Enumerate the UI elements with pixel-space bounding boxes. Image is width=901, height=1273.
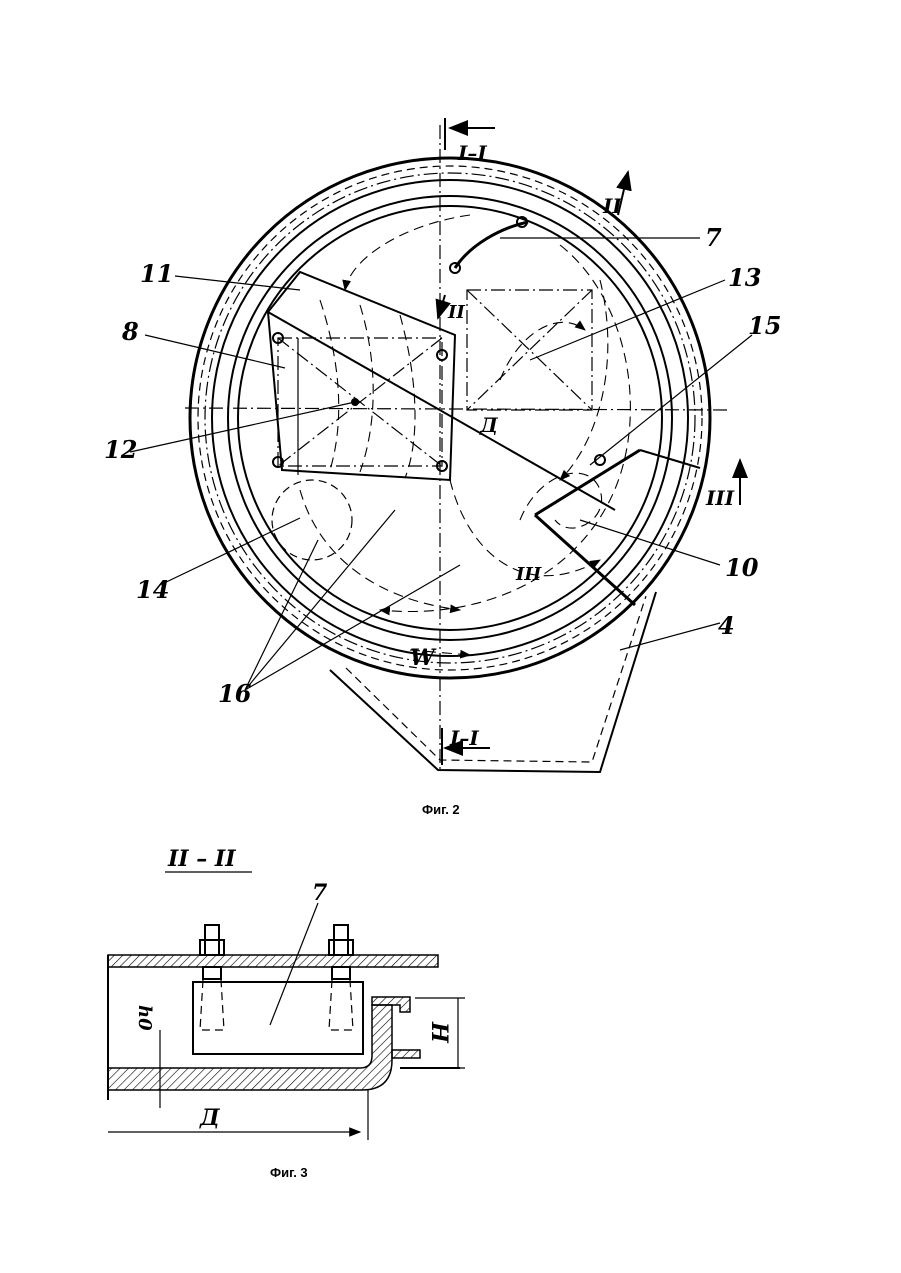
- outlet-square-flow: [500, 322, 585, 380]
- label-15: 15: [748, 311, 781, 340]
- leader-13: [530, 280, 725, 360]
- bolt-left: [200, 925, 224, 1030]
- dim-h0-label: h0: [134, 1005, 155, 1031]
- horizontal-centerline: [185, 408, 730, 410]
- section-ii-inner-label: II: [447, 302, 465, 323]
- casing-ring-dashed: [198, 166, 702, 670]
- cover-plate: [268, 272, 455, 480]
- leader-16-b: [245, 510, 395, 690]
- figure-2: I–I I–I II II III III 7 11 13 8 15 12 10…: [104, 118, 781, 817]
- dim-h-label: Н: [426, 1021, 452, 1044]
- leader-10: [580, 520, 720, 565]
- outer-casing-ring: [190, 158, 710, 678]
- dim-d-label: Д: [199, 1105, 220, 1131]
- figure-3-caption: Фиг. 3: [270, 1165, 308, 1180]
- figure-2-caption: Фиг. 2: [422, 802, 460, 817]
- section-title: II – II: [167, 846, 236, 872]
- label-16: 16: [218, 679, 252, 708]
- flow-line-plate-a: [320, 300, 339, 470]
- section-i-top-label: I–I: [457, 141, 487, 165]
- flow-arc-mid: [345, 215, 470, 290]
- flow-line-plate-c: [400, 315, 415, 478]
- leader-16-c: [245, 565, 460, 690]
- label-13: 13: [728, 263, 761, 292]
- label-7-fig3: 7: [312, 880, 328, 906]
- section-2-inner-arrow: [438, 295, 445, 318]
- leader-8: [145, 335, 285, 368]
- leader-14: [160, 518, 300, 585]
- section-iii-inner-label: III: [515, 564, 542, 585]
- curved-guide: [455, 222, 528, 268]
- chamber-ring: [228, 196, 672, 640]
- outlet-nozzle: [330, 592, 656, 772]
- label-11: 11: [140, 259, 173, 288]
- flow-line-plate-b: [360, 305, 373, 472]
- label-14: 14: [136, 575, 169, 604]
- label-d: Д: [479, 413, 499, 437]
- figure-3: II – II Н h0: [108, 846, 465, 1180]
- label-7: 7: [705, 223, 722, 252]
- section-i-bottom-label: I–I: [449, 726, 479, 750]
- leader-11: [175, 276, 300, 290]
- leader-12: [130, 402, 355, 452]
- guide-block: [193, 982, 363, 1054]
- section-ii-upper-label: II: [602, 194, 622, 218]
- label-12: 12: [104, 435, 137, 464]
- section-iii-label: III: [705, 486, 735, 510]
- top-plate: [108, 955, 438, 967]
- flow-arc-inner: [560, 280, 608, 480]
- leader-4: [620, 623, 720, 650]
- flow-arc-left: [300, 490, 460, 610]
- label-4: 4: [718, 611, 735, 640]
- label-w: W: [410, 645, 437, 671]
- label-8: 8: [121, 317, 139, 346]
- bolt-right: [329, 925, 353, 1030]
- vane-upper: [535, 450, 640, 515]
- label-10: 10: [725, 553, 759, 582]
- flow-arc-lower: [450, 480, 600, 576]
